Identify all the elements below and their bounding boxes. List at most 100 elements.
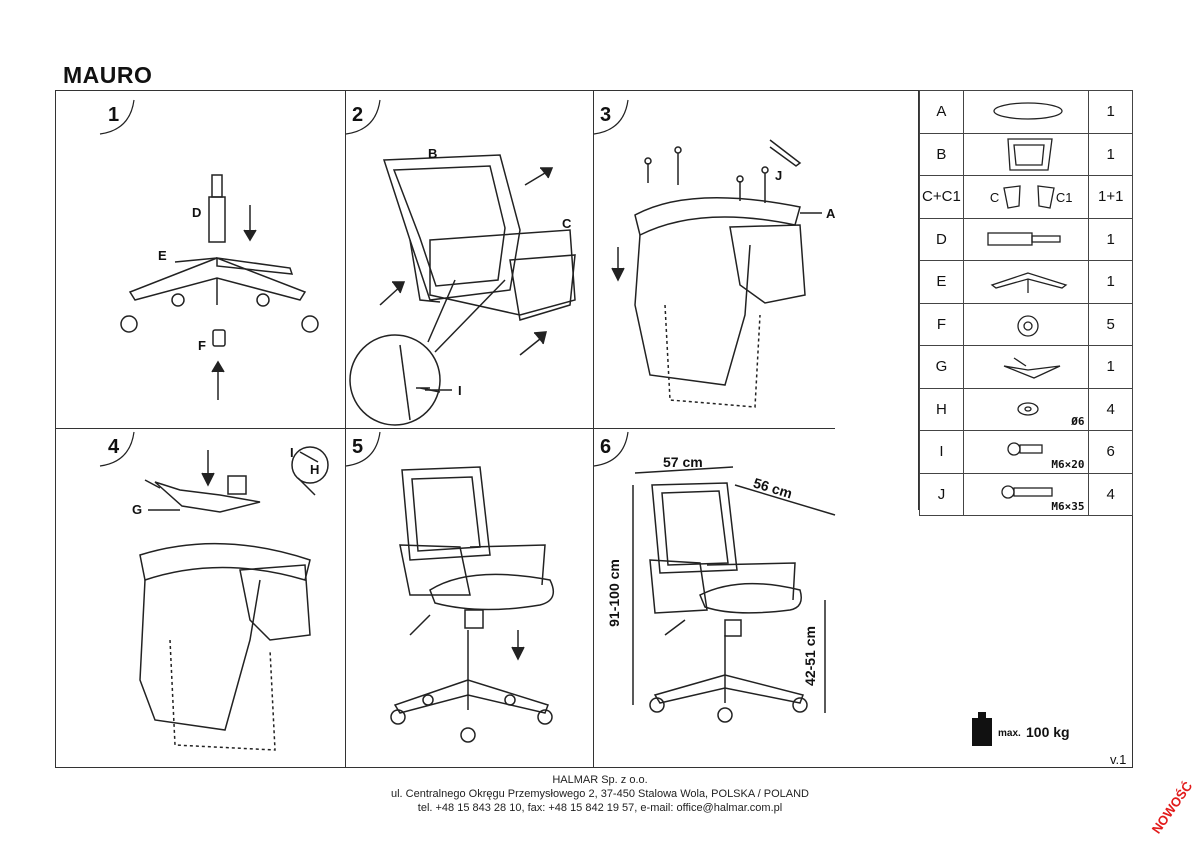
part-label-d: D [192, 205, 202, 220]
armrest-icon [399, 544, 471, 596]
gas-lift-icon [987, 231, 1061, 246]
part-picture: M6×20 [962, 430, 1090, 474]
base-icon [990, 272, 1068, 293]
step5-illustration [390, 466, 555, 743]
step2-illustration [349, 154, 576, 426]
part-quantity: 6 [1088, 430, 1133, 474]
armrest-icon [649, 559, 708, 614]
document-title: MAURO [63, 62, 153, 88]
caster-icon [301, 315, 319, 333]
mechanism-icon [154, 481, 261, 513]
part-label-j: J [775, 168, 783, 183]
part-quantity: 1 [1088, 132, 1133, 176]
divider [918, 90, 920, 510]
part-code: G [919, 345, 964, 389]
part-code: I [919, 430, 964, 474]
backrest-icon [651, 482, 738, 574]
part-picture: M6×35 [962, 472, 1090, 516]
parts-row: C+C1 C C1 1+1 [919, 175, 1133, 219]
part-picture [962, 132, 1090, 176]
part-quantity: 1 [1088, 345, 1133, 389]
part-label-g: G [132, 502, 143, 517]
step-number-6: 6 [600, 436, 612, 458]
dimension-width: 57 cm [663, 454, 703, 470]
part-label-h: H [310, 462, 320, 477]
part-size: Ø6 [1071, 415, 1085, 428]
base-icon [393, 679, 549, 714]
part-picture [962, 260, 1090, 304]
dimension-seat-height: 42-51 cm [801, 626, 818, 686]
dimension-height: 91-100 cm [605, 559, 622, 627]
step-number-2: 2 [352, 104, 364, 126]
gas-lift-icon [211, 174, 223, 198]
armrest-label-c1: C1 [1055, 190, 1073, 205]
part-quantity: 1 [1088, 90, 1133, 134]
part-code: F [919, 302, 964, 346]
footer-company: HALMAR Sp. z o.o. [552, 774, 648, 786]
footer-contact: tel. +48 15 843 28 10, fax: +48 15 842 1… [417, 802, 783, 814]
part-size: M6×35 [1051, 500, 1085, 513]
base-icon [653, 674, 804, 704]
caster-icon [212, 329, 226, 347]
backrest-icon [1007, 137, 1053, 171]
seat-icon [993, 102, 1063, 120]
caster-icon [256, 293, 270, 307]
footer-address: ul. Centralnego Okręgu Przemysłowego 2, … [390, 788, 809, 800]
backrest-icon [401, 466, 491, 561]
step-number-1: 1 [108, 104, 120, 126]
step6-illustration [632, 466, 836, 723]
part-label-c: C [562, 216, 572, 231]
part-picture [962, 217, 1090, 261]
part-code: A [919, 90, 964, 134]
step3-illustration [611, 139, 822, 408]
part-quantity: 5 [1088, 302, 1133, 346]
caster-icon [171, 293, 185, 307]
part-label-i: I [290, 445, 294, 460]
part-picture [962, 345, 1090, 389]
washer-icon [1017, 401, 1039, 416]
part-quantity: 4 [1088, 387, 1133, 431]
part-picture [962, 302, 1090, 346]
part-label-e: E [158, 248, 167, 263]
step4-illustration [139, 446, 329, 751]
part-quantity: 1+1 [1088, 175, 1133, 219]
step1-illustration [120, 174, 319, 400]
part-label-f: F [198, 338, 206, 353]
divider [55, 428, 835, 430]
part-code: C+C1 [919, 175, 964, 219]
armrest-label-c: C [989, 190, 1000, 205]
weight-icon [972, 712, 992, 746]
seat-icon [634, 196, 801, 237]
version-label: v.1 [1110, 752, 1127, 767]
max-load-prefix: max. [998, 728, 1021, 739]
seat-icon [429, 573, 555, 611]
part-label-i: I [458, 383, 462, 398]
part-quantity: 4 [1088, 472, 1133, 516]
part-quantity: 1 [1088, 217, 1133, 261]
part-picture [962, 90, 1090, 134]
step-number-3: 3 [600, 104, 612, 126]
screw-long-icon [1001, 484, 1053, 499]
part-size: M6×20 [1051, 457, 1085, 471]
part-quantity: 1 [1088, 260, 1133, 304]
seat-icon [699, 582, 802, 614]
armrest-icon [1003, 185, 1055, 209]
part-picture: Ø6 [962, 387, 1090, 431]
armrest-icon [429, 229, 576, 316]
part-code: J [919, 472, 964, 516]
backrest-icon [382, 154, 521, 301]
part-code: E [919, 260, 964, 304]
step-number-5: 5 [352, 436, 364, 458]
caster-icon [120, 315, 138, 333]
mechanism-icon [1003, 357, 1061, 379]
